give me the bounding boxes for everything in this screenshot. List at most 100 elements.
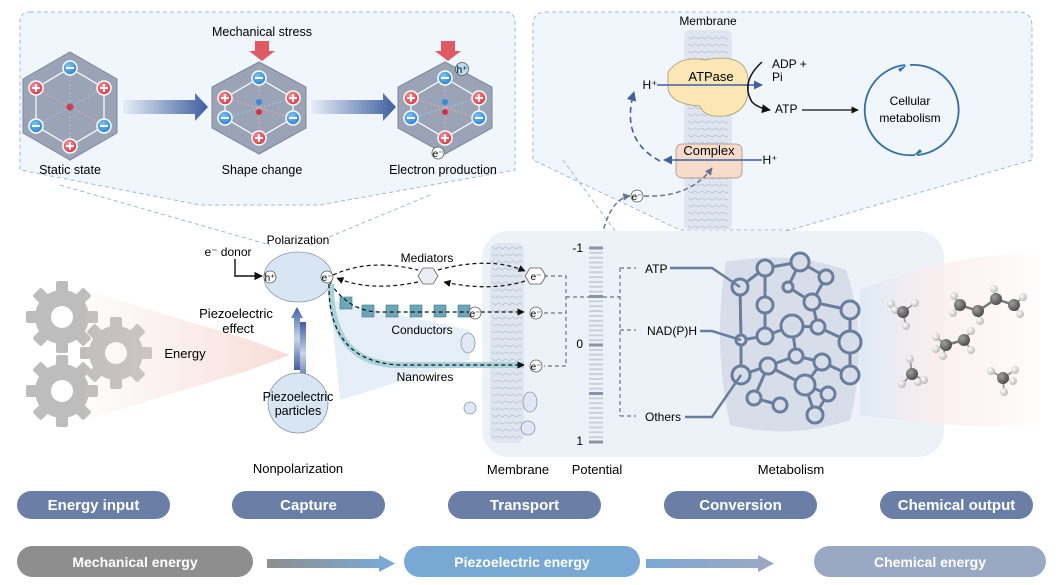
potential-minor-tick <box>589 358 603 361</box>
state-label-shape-change: Shape change <box>222 163 303 177</box>
potential-minor-tick <box>589 353 603 356</box>
potential-major-tick <box>589 440 603 444</box>
positive-charge-icon <box>217 90 233 106</box>
proton-label-complex: H⁺ <box>763 153 778 167</box>
output-beam <box>860 254 1040 427</box>
potential-scale <box>589 246 603 444</box>
pi-label: Pi <box>772 70 783 84</box>
molecule-icon <box>949 285 1027 325</box>
potential-minor-tick <box>589 397 603 400</box>
electron-collector-bracket <box>544 275 590 367</box>
potential-major-tick <box>589 343 603 347</box>
svg-text:e⁻: e⁻ <box>470 309 481 320</box>
potential-minor-tick <box>589 261 603 264</box>
mediators-label: Mediators <box>401 251 454 265</box>
svg-text:e⁻: e⁻ <box>531 362 542 373</box>
potential-minor-tick <box>589 334 603 337</box>
potential-minor-tick <box>589 387 603 390</box>
metabolism-label: Metabolism <box>758 462 824 477</box>
negative-charge-icon <box>96 118 112 134</box>
positive-charge-icon <box>471 90 487 106</box>
chemical-products <box>887 285 1027 396</box>
positive-charge-icon <box>96 80 112 96</box>
mediator-path <box>332 264 419 276</box>
svg-text:h⁺: h⁺ <box>265 273 276 284</box>
particle-label-2: particles <box>275 404 322 418</box>
energy-beam <box>85 290 290 420</box>
svg-text:e⁻: e⁻ <box>531 272 542 283</box>
cellular-metabolism-cycle: Cellular metabolism <box>863 64 960 157</box>
electron-badge-conductor-end: e⁻ <box>468 306 482 320</box>
network-node <box>839 364 861 386</box>
network-node <box>805 405 825 425</box>
output-connector <box>685 374 743 419</box>
network-node <box>781 280 795 294</box>
molecule-icon <box>932 327 975 360</box>
negative-charge-icon <box>28 118 44 134</box>
stage-energy-input: Energy input <box>17 491 170 519</box>
electron-to-complex-arrow <box>643 167 713 197</box>
potential-minor-tick <box>589 285 603 288</box>
svg-text:e⁻: e⁻ <box>322 273 333 284</box>
potential-minor-tick <box>589 266 603 269</box>
piezo-mechanism-panel: Mechanical stress Static state <box>19 11 516 246</box>
atp-label-top: ATP <box>775 102 797 116</box>
network-node <box>839 299 861 321</box>
positive-charge-icon <box>403 90 419 106</box>
positive-charge-icon <box>62 138 78 154</box>
potential-minor-tick <box>589 280 603 283</box>
metabolic-network <box>670 251 863 425</box>
electron-badge-conductor: e⁻ <box>529 306 543 320</box>
svg-text:Cellular: Cellular <box>890 94 931 108</box>
energy-form-chemical: Chemical energy <box>814 546 1046 577</box>
potential-minor-tick <box>589 339 603 342</box>
energy-label: Energy <box>164 346 206 361</box>
state-label-static: Static state <box>39 163 101 177</box>
network-node <box>837 329 863 355</box>
zoom-guide-line <box>59 184 271 246</box>
transport-beam <box>330 300 470 400</box>
network-node <box>745 389 763 407</box>
energy-flow-arrowhead-icon <box>379 555 395 572</box>
output-connector <box>700 329 742 342</box>
network-node <box>809 318 827 336</box>
network-node <box>793 373 817 397</box>
potential-minor-tick <box>589 377 603 380</box>
potential-minor-tick <box>589 251 603 254</box>
atpase-label: ATPase <box>688 69 733 84</box>
nanowires-label: Nanowires <box>397 370 454 384</box>
potential-minor-tick <box>589 319 603 322</box>
electron-badge: e⁻ <box>320 270 334 284</box>
potential-major-tick <box>589 246 603 250</box>
negative-charge-icon <box>285 110 301 126</box>
hole-badge: h⁺ <box>455 62 469 76</box>
potential-label: Potential <box>572 462 623 477</box>
state-label-electron-production: Electron production <box>389 163 497 177</box>
stress-arrow-icon <box>249 41 275 61</box>
nanowire <box>327 283 524 368</box>
negative-charge-icon <box>62 60 78 76</box>
mediator-path <box>437 262 526 272</box>
potential-minor-tick <box>589 436 603 439</box>
potential-minor-tick <box>589 348 603 351</box>
potential-minor-tick <box>589 431 603 434</box>
potential-minor-tick <box>589 256 603 259</box>
electron-donor-label: e⁻ donor <box>204 245 251 259</box>
potential-major-tick <box>589 295 603 298</box>
svg-text:e⁻: e⁻ <box>433 149 444 160</box>
positive-charge-icon <box>437 130 453 146</box>
piezo-effect-label-2: effect <box>222 321 254 336</box>
cycle-arrow-icon <box>913 149 922 156</box>
conductor-cubes <box>339 296 471 318</box>
energy-flow-arrow <box>646 559 758 568</box>
crystal-shape-change <box>211 61 307 155</box>
positive-charge-icon <box>251 130 267 146</box>
potential-minor-tick <box>589 368 603 371</box>
potential-tick-label: 0 <box>576 337 583 351</box>
molecule-icon <box>887 299 919 330</box>
membrane-label-bottom: Membrane <box>487 462 549 477</box>
negative-charge-icon <box>403 110 419 126</box>
output-bracket <box>603 267 636 417</box>
